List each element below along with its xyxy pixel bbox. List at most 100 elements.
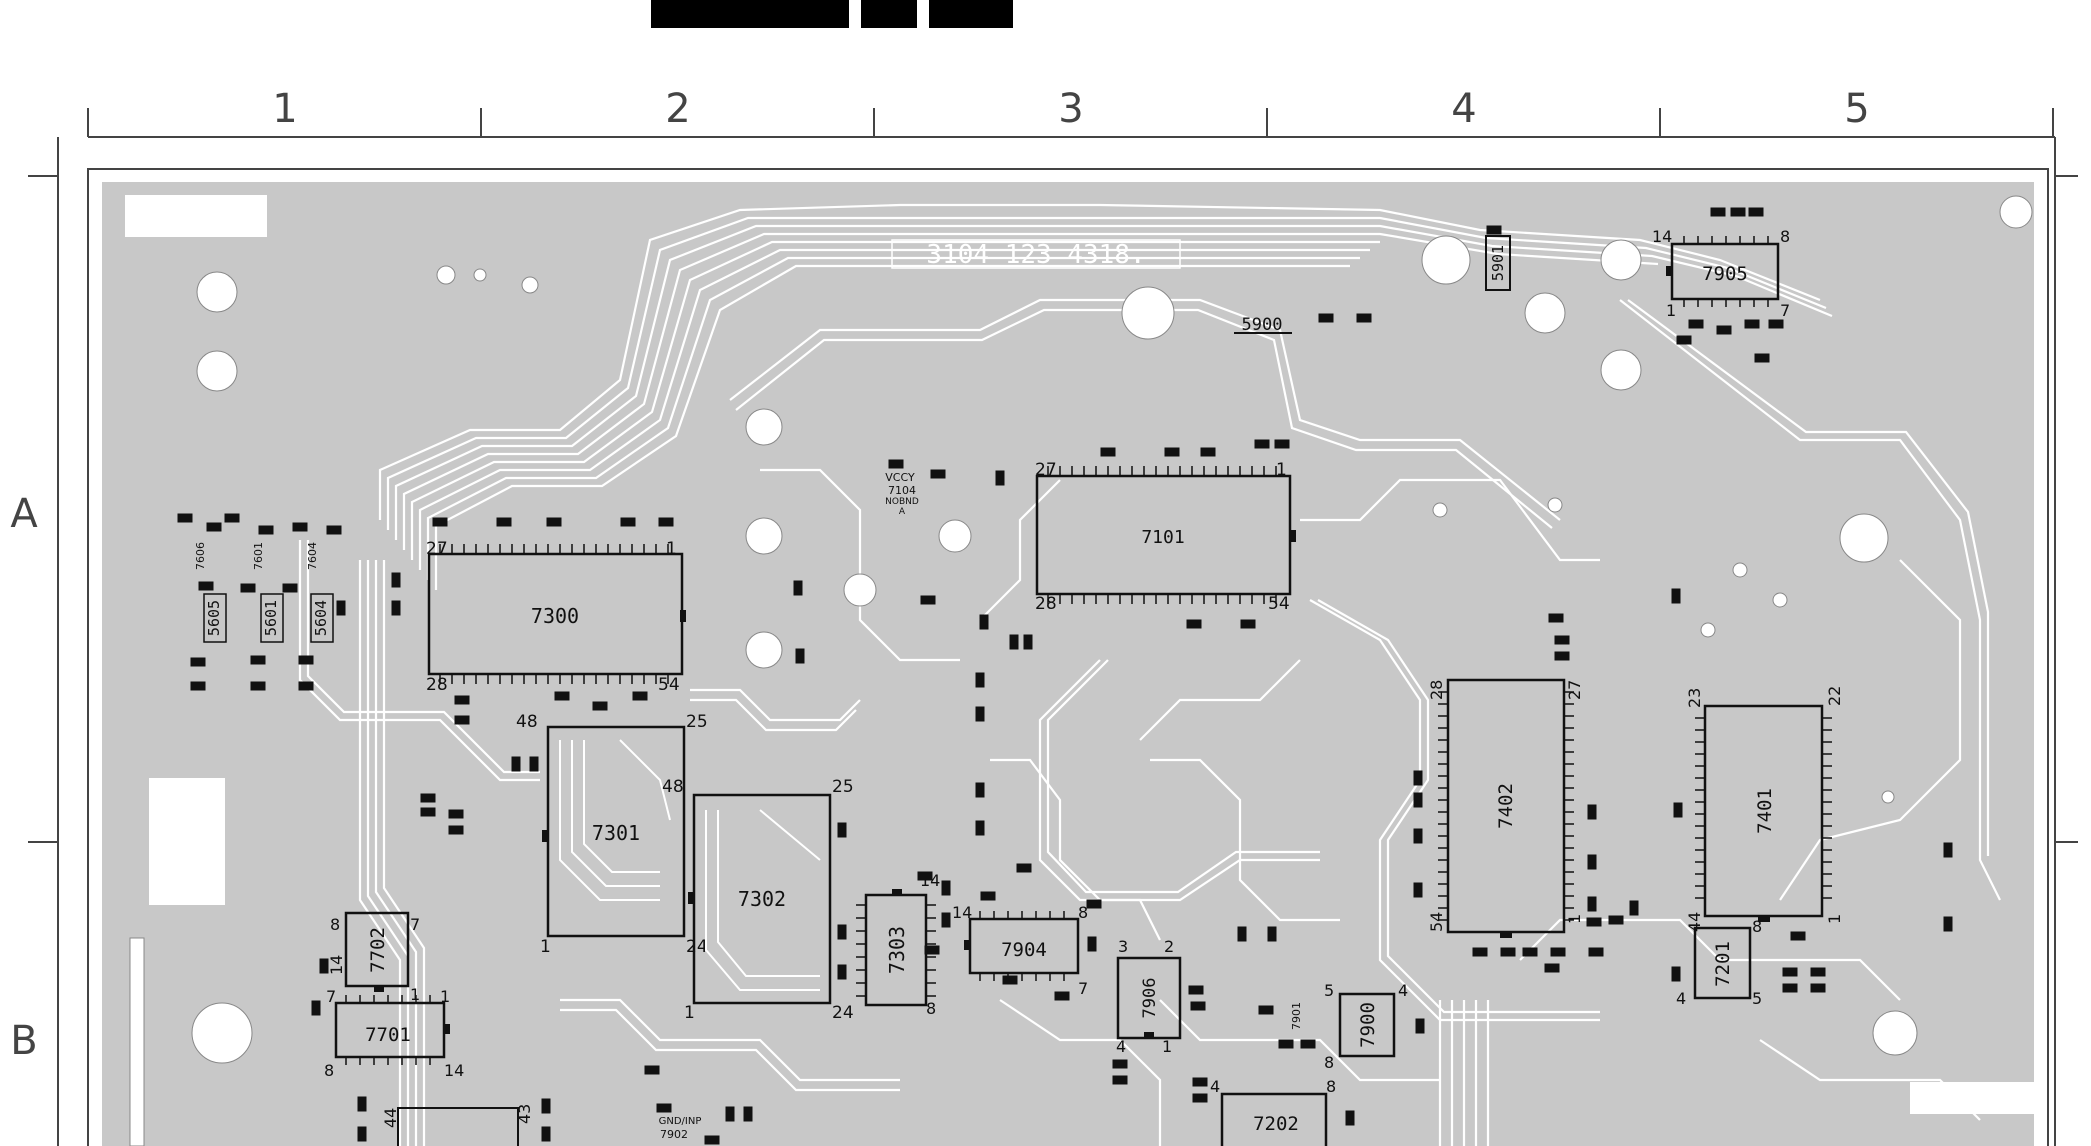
smd-part (420, 807, 436, 817)
ic-7202-pin-4: 4 (1210, 1077, 1220, 1096)
ic-7301-label: 7301 (592, 821, 640, 845)
ic-7202-label: 7202 (1253, 1113, 1299, 1135)
smd-part (1356, 313, 1372, 323)
smd-part (1200, 447, 1216, 457)
smd-part (1550, 947, 1566, 957)
ic-7202-pin-8: 8 (1326, 1077, 1336, 1096)
ic-7402-pin-27: 27 (1565, 680, 1584, 700)
ic-7900-pin-4: 4 (1398, 981, 1408, 1000)
smd-part (1608, 915, 1624, 925)
smd-part (391, 572, 401, 588)
smd-part (725, 1106, 735, 1122)
smd-part (1554, 635, 1570, 645)
smd-part (541, 1098, 551, 1114)
smd-part (1278, 1039, 1294, 1049)
ic-7300-label: 7300 (531, 604, 579, 628)
smd-part (1016, 863, 1032, 873)
smd-part (975, 672, 985, 688)
ic-7201 (1693, 926, 1752, 1000)
smd-part (496, 517, 512, 527)
smd-part (1413, 770, 1423, 786)
row-label-a: A (10, 491, 38, 537)
smd-part (658, 517, 674, 527)
ic-7402 (1438, 678, 1574, 938)
ic-7101-label: 7101 (1141, 527, 1184, 548)
smd-part (190, 657, 206, 667)
smd-part (298, 655, 314, 665)
smd-part (1810, 983, 1826, 993)
smd-part (837, 924, 847, 940)
ic-7900-pin-5: 5 (1324, 981, 1334, 1000)
smd-part (743, 1106, 753, 1122)
ic-7301-pin-48: 48 (516, 712, 538, 732)
ic-7101-pin-27: 27 (1035, 460, 1057, 480)
smd-part (1744, 319, 1760, 329)
smd-part (1754, 353, 1770, 363)
redaction-bar-1 (651, 0, 849, 28)
ic-7300-pin-54: 54 (658, 675, 680, 695)
smd-part (177, 513, 193, 523)
coil-5604-label: 5604 (312, 600, 330, 636)
smd-part (941, 880, 951, 896)
ic-7401 (1695, 704, 1832, 922)
smd-part (975, 820, 985, 836)
ic-7303-pin-8: 8 (926, 999, 936, 1018)
smd-part (930, 469, 946, 479)
smd-part (511, 756, 521, 772)
smd-part (454, 695, 470, 705)
smd-part (282, 583, 298, 593)
smd-part (1237, 926, 1247, 942)
smd-part (975, 706, 985, 722)
smd-part (420, 793, 436, 803)
ic-7701-label: 7701 (365, 1024, 411, 1046)
ic-7906-pin-1: 1 (1162, 1037, 1172, 1056)
smd-part (326, 525, 342, 535)
smd-part (546, 517, 562, 527)
smd-part (620, 517, 636, 527)
smd-part (1472, 947, 1488, 957)
smd-part (1190, 1001, 1206, 1011)
ic-7702-pin-14: 14 (327, 955, 346, 975)
coil-group-outlines (203, 593, 334, 643)
coil-5901 (1485, 235, 1511, 291)
ic-7202 (1220, 1092, 1328, 1146)
ic-7101-pin-54: 54 (1268, 594, 1290, 614)
smd-part (1629, 900, 1639, 916)
column-label-5: 5 (1844, 86, 1869, 132)
ic-bottom-pin-44: 44 (381, 1108, 400, 1128)
ic-7303-label: 7303 (885, 926, 909, 974)
smd-part (1054, 991, 1070, 1001)
smd-part (529, 756, 539, 772)
smd-part (258, 525, 274, 535)
transistor-7606-label: 7606 (194, 542, 207, 570)
smd-part (1192, 1077, 1208, 1087)
column-label-2: 2 (665, 86, 690, 132)
ic-7201-label: 7201 (1712, 941, 1734, 987)
smd-part (292, 522, 308, 532)
smd-part (1186, 619, 1202, 629)
coil-5605-label: 5605 (205, 600, 223, 636)
ic-7301-pin-1: 1 (540, 937, 551, 957)
ic-7906-pin-3: 3 (1118, 937, 1128, 956)
smd-part (1023, 634, 1033, 650)
smd-part (1710, 207, 1726, 217)
smd-part (1554, 651, 1570, 661)
ic-7402-label: 7402 (1495, 783, 1517, 829)
coil-5900-label: 5900 (1242, 315, 1283, 335)
smd-part (704, 1135, 720, 1145)
coil-5601-label: 5601 (262, 600, 280, 636)
ic-7402-pin-1: 1 (1565, 914, 1584, 924)
smd-part (837, 964, 847, 980)
transistor-7902-label: 7902 (660, 1128, 688, 1141)
ic-7300-pin-28: 28 (426, 675, 448, 695)
ic-7906-pin-4: 4 (1116, 1037, 1126, 1056)
ic-7904-pin-14: 14 (952, 903, 972, 922)
smd-part (1254, 439, 1270, 449)
ic-7302-pin-48: 48 (662, 777, 684, 797)
smd-part (1588, 947, 1604, 957)
smd-part (1164, 447, 1180, 457)
smd-part (1790, 931, 1806, 941)
smd-part (1782, 967, 1798, 977)
transistor-7104-label: 7104 (888, 484, 916, 497)
smd-part (1671, 966, 1681, 982)
